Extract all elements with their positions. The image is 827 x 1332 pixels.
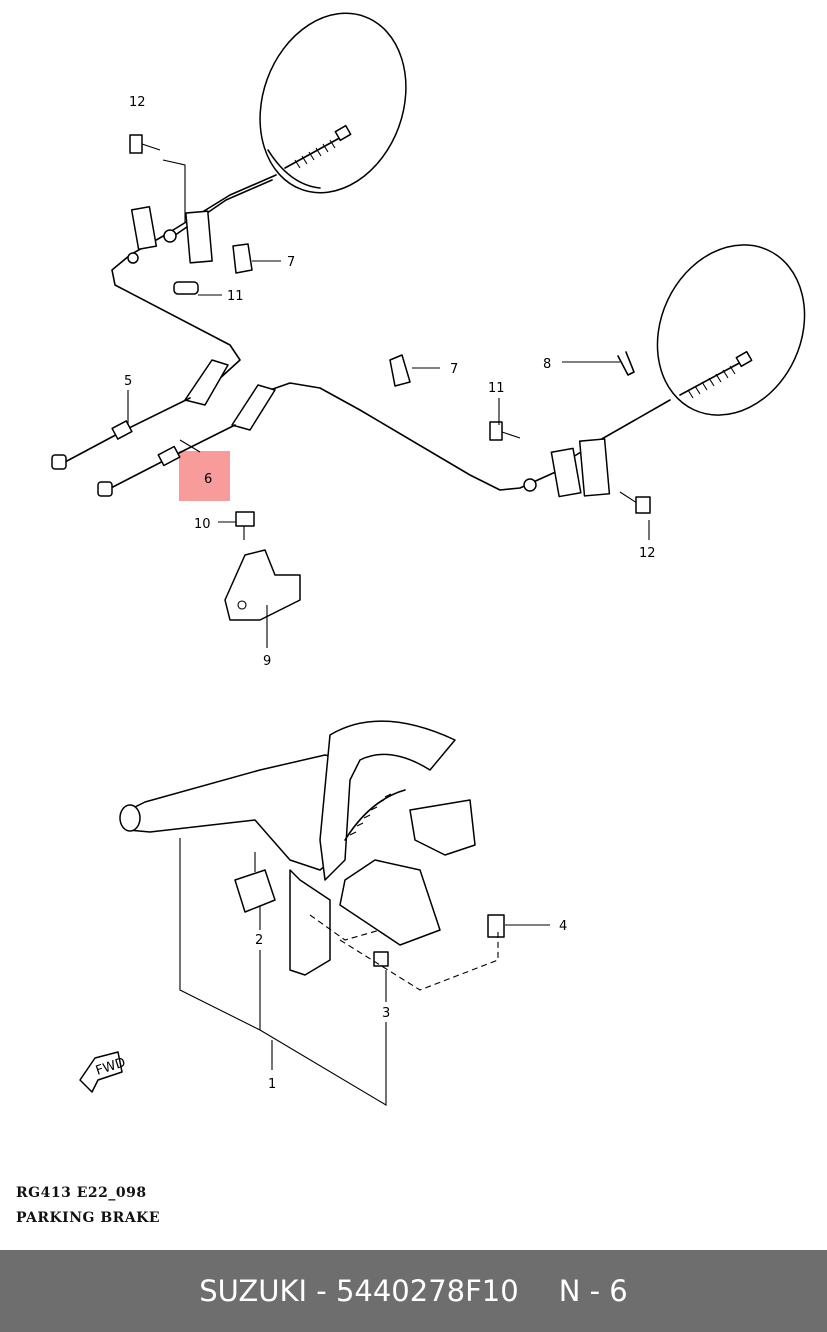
callout-11-right: 11 — [488, 381, 505, 396]
callout-10: 10 — [194, 517, 211, 532]
callout-11-top: 11 — [227, 289, 244, 304]
callout-12-right: 12 — [639, 546, 656, 561]
diagram-title: PARKING BRAKE — [16, 1210, 161, 1226]
callout-6: 6 — [204, 472, 212, 487]
callout-2: 2 — [255, 933, 263, 948]
callout-7-top: 7 — [287, 255, 295, 270]
callout-1: 1 — [268, 1077, 276, 1092]
callout-4: 4 — [559, 919, 567, 934]
fwd-arrow: FWD — [79, 1051, 128, 1093]
right-rear-cable — [269, 382, 671, 498]
footer-part-number: SUZUKI - 5440278F10 — [199, 1274, 519, 1308]
highlight-part-6 — [179, 451, 230, 501]
diagram-code: RG413 E22_098 — [16, 1185, 147, 1201]
parking-brake-lever — [119, 720, 505, 976]
callout-12-top: 12 — [129, 95, 146, 110]
bracket-9 — [224, 549, 301, 621]
left-rear-cable — [111, 174, 277, 381]
footer-position: N - 6 — [558, 1274, 628, 1308]
small-fasteners — [129, 134, 651, 540]
leader-lines — [127, 159, 650, 1106]
callout-8: 8 — [543, 357, 551, 372]
right-brake-drum — [656, 244, 806, 416]
callout-3: 3 — [382, 1006, 390, 1021]
left-brake-drum — [259, 12, 407, 194]
front-cables — [51, 359, 276, 497]
footer-bar: SUZUKI - 5440278F10 N - 6 — [0, 1250, 827, 1332]
callout-5: 5 — [124, 374, 132, 389]
callout-7-mid: 7 — [450, 362, 458, 377]
parking-brake-diagram: FWD 12 7 11 5 6 10 9 7 8 11 12 2 4 3 1 — [51, 12, 806, 1106]
callout-9: 9 — [263, 654, 271, 669]
